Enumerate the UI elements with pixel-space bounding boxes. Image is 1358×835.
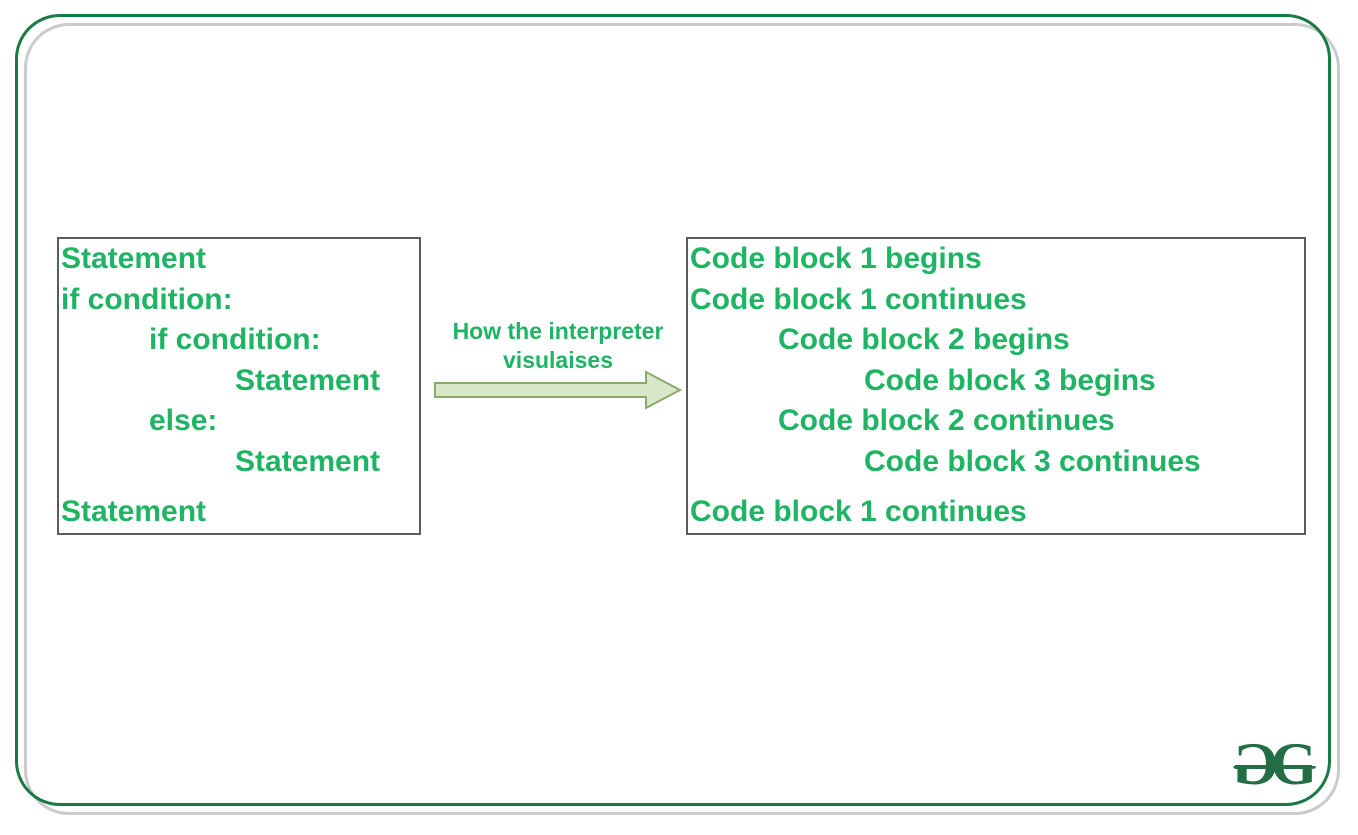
code-line: Code block 3 continues [864, 444, 1201, 478]
code-line: Code block 1 begins [690, 242, 982, 275]
arrow-label-line1: How the interpreter [452, 318, 664, 344]
source-code-box: Statement if condition: if condition: St… [57, 237, 421, 535]
right-arrow-icon [434, 370, 683, 410]
code-line: Code block 1 continues [690, 282, 1027, 316]
code-line: Code block 2 continues [778, 404, 1115, 437]
interpreter-view-box: Code block 1 begins Code block 1 continu… [686, 237, 1306, 535]
code-line: Statement [235, 363, 381, 397]
code-line: if condition: [61, 282, 233, 316]
arrow-label-line2: visulaises [503, 347, 613, 373]
code-line: if condition: [149, 323, 321, 356]
outer-frame-shadow [24, 23, 1340, 815]
code-line: Code block 1 continues [690, 495, 1027, 528]
arrow-label: How the interpreter visulaises [420, 317, 696, 375]
geeksforgeeks-logo: GG [1232, 731, 1324, 797]
outer-frame-border [15, 14, 1331, 806]
logo-crossbar [1235, 765, 1312, 769]
logo-letter-g: G [1270, 731, 1318, 797]
logo-letter-mirrored-g: G [1232, 731, 1279, 797]
code-line: Statement [61, 242, 207, 275]
code-line: Statement [235, 444, 381, 478]
code-line: Code block 2 begins [778, 323, 1070, 356]
code-line: Statement [61, 495, 207, 528]
code-line: else: [149, 404, 218, 437]
code-line: Code block 3 begins [864, 363, 1156, 397]
